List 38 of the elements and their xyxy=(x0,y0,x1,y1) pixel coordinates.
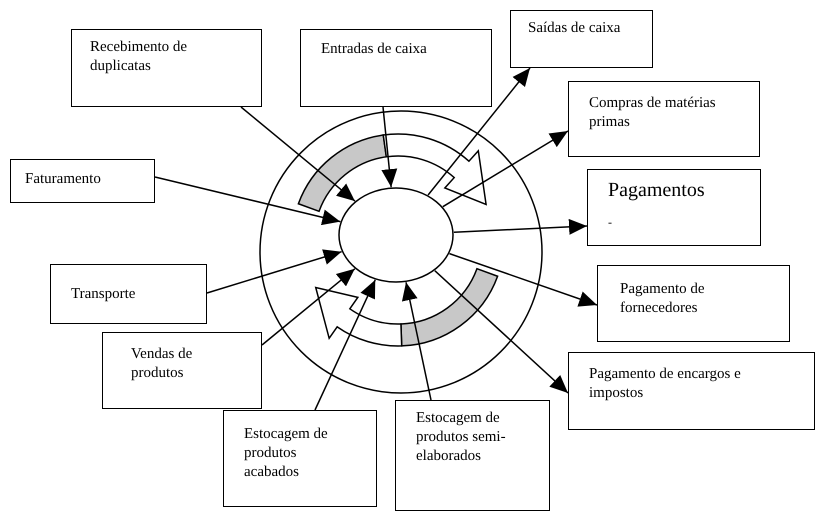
box-label: Entradas de caixa xyxy=(321,40,428,59)
box-label: Recebimento de duplicatas xyxy=(90,38,188,76)
box-label: Pagamento de encargos e impostos xyxy=(589,365,742,402)
text-box xyxy=(10,159,155,203)
box-label: Compras de matérias primas xyxy=(589,94,717,132)
text-box xyxy=(102,332,262,409)
arrow xyxy=(402,282,432,400)
arrow xyxy=(449,252,598,307)
arrow xyxy=(314,280,376,410)
arrow xyxy=(442,130,568,208)
arrow xyxy=(454,218,588,235)
text-box xyxy=(300,29,492,107)
box-label: - xyxy=(608,215,613,230)
arrow xyxy=(428,68,531,196)
arrow xyxy=(262,268,356,346)
arrow xyxy=(381,106,398,188)
box-label: Saídas de caixa xyxy=(528,19,622,38)
text-box xyxy=(395,400,550,511)
arrow xyxy=(206,249,342,294)
box-label: Estocagem de produtos acabados xyxy=(244,425,329,482)
arrow xyxy=(434,270,568,394)
arrow xyxy=(154,176,340,226)
box-label: Faturamento xyxy=(25,170,102,189)
box-label: Pagamento de fornecedores xyxy=(620,280,706,318)
text-box xyxy=(510,10,653,68)
text-box xyxy=(568,81,760,157)
text-box xyxy=(568,352,815,430)
box-label: Estocagem de produtos semi-elaborados xyxy=(416,409,506,466)
box-label: Transporte xyxy=(71,285,136,304)
text-box xyxy=(50,264,207,324)
box-label: Vendas de produtos xyxy=(131,345,194,382)
box-label: Pagamentos xyxy=(608,178,706,203)
text-box xyxy=(587,169,761,246)
arrow xyxy=(240,106,356,202)
inner-circle xyxy=(338,187,454,283)
text-box xyxy=(71,29,262,107)
text-box xyxy=(223,410,377,507)
text-box xyxy=(597,265,790,342)
